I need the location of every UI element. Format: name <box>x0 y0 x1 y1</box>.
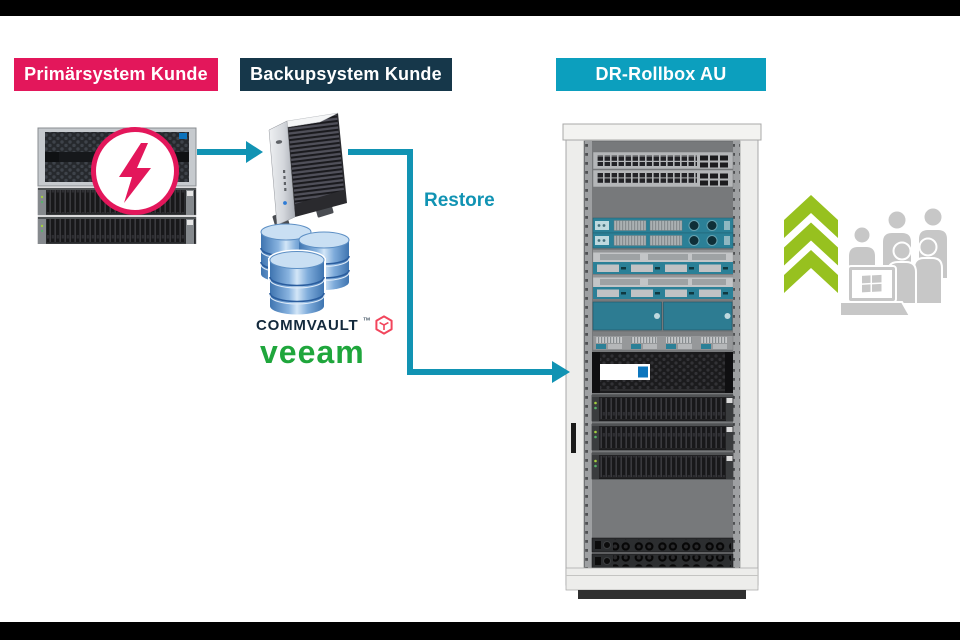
commvault-text: COMMVAULT <box>256 316 359 334</box>
restore-label: Restore <box>424 190 495 211</box>
recovery-chevrons-icon <box>784 195 838 293</box>
veeam-logo: veeam <box>260 334 365 370</box>
blade-chassis <box>592 249 734 275</box>
windows-logo-icon <box>862 274 882 293</box>
database-stack-icon <box>260 223 350 317</box>
blade-chassis <box>592 274 734 300</box>
storage-controller-panels <box>592 301 733 331</box>
laptop-windows-icon <box>840 265 912 317</box>
commvault-hexagon-icon <box>375 315 394 335</box>
disk-shelf <box>591 423 734 451</box>
primary-system-label: Primärsystem Kunde <box>24 64 208 84</box>
rack-server <box>592 217 734 234</box>
commvault-trademark: ™ <box>362 316 371 325</box>
primary-system-banner: Primärsystem Kunde <box>14 58 218 91</box>
backup-system-label: Backupsystem Kunde <box>250 64 442 84</box>
io-module-row <box>592 331 734 351</box>
letterbox-bottom <box>0 622 960 640</box>
dr-rollbox-banner: DR-Rollbox AU <box>556 58 766 91</box>
primary-storage-array-icon <box>37 127 197 244</box>
backup-system-banner: Backupsystem Kunde <box>240 58 452 91</box>
power-distribution-unit <box>591 553 734 569</box>
power-distribution-unit <box>591 537 734 553</box>
disk-shelf <box>591 394 734 422</box>
rack-server <box>592 232 734 249</box>
letterbox-top <box>0 0 960 16</box>
disk-shelf <box>591 452 734 480</box>
network-switch <box>592 151 734 170</box>
tower-server-icon <box>268 112 347 226</box>
commvault-logo: COMMVAULT ™ <box>256 315 394 335</box>
lightning-icon <box>91 127 179 215</box>
network-switch <box>592 169 734 188</box>
storage-controller <box>592 352 733 393</box>
restore-flow-line <box>348 149 552 375</box>
disk-shelf <box>37 216 197 244</box>
server-rack-graphic <box>562 123 762 599</box>
dr-rollbox-label: DR-Rollbox AU <box>595 64 727 84</box>
users-group-icon <box>840 206 949 317</box>
